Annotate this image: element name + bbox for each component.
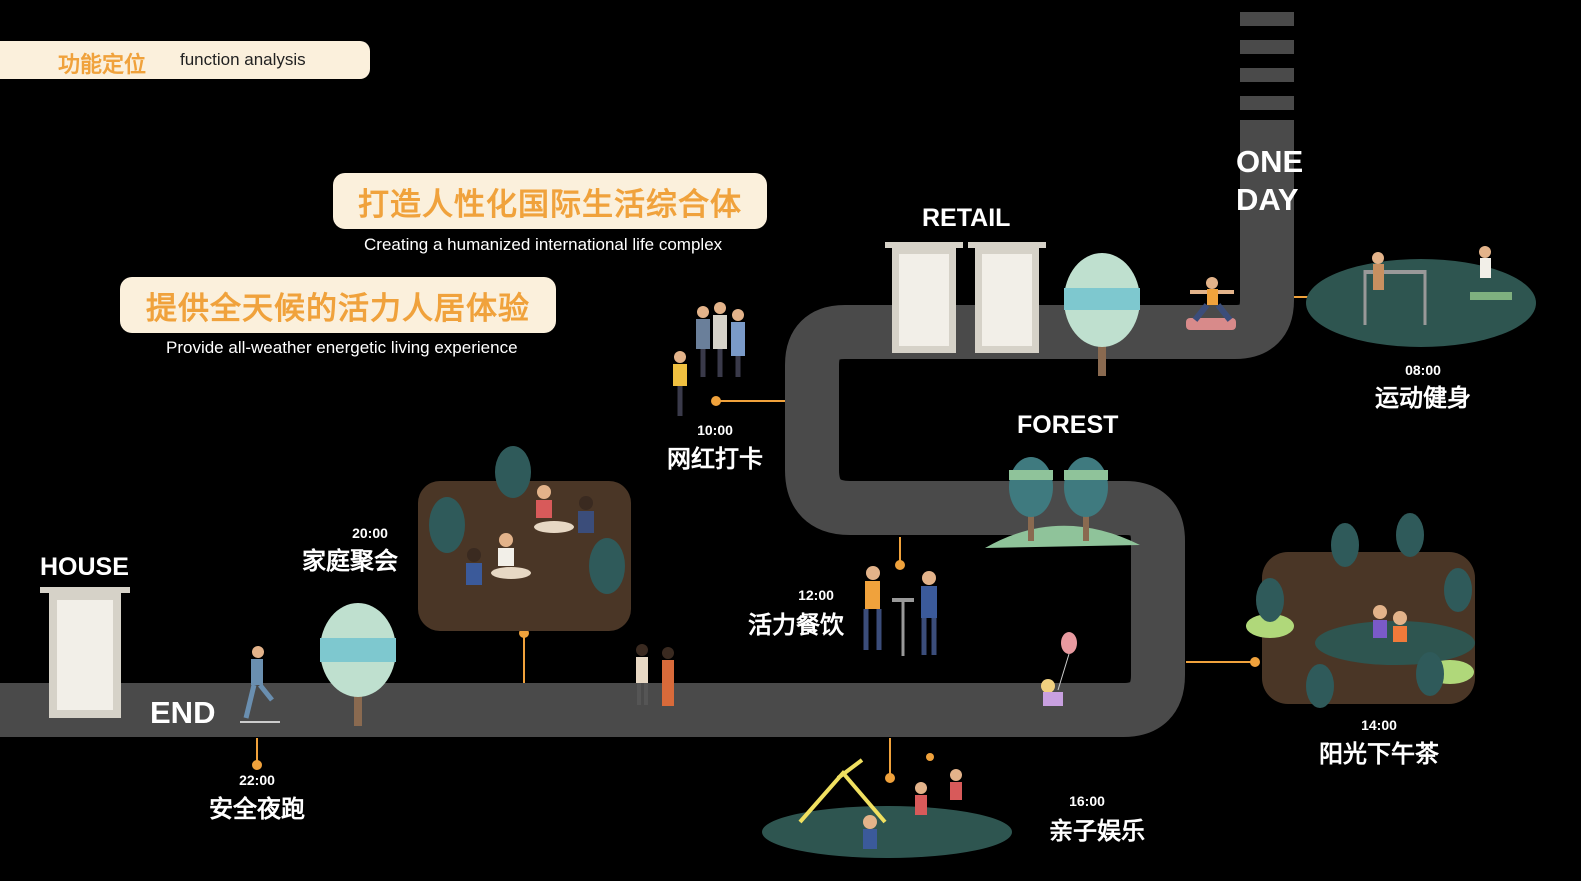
kid-balloon-icon	[1041, 632, 1077, 706]
playground-area-icon	[762, 753, 1012, 858]
stop-activity-nightrun: 安全夜跑	[209, 795, 305, 823]
slogan-2: 提供全天候的活力人居体验	[120, 277, 556, 333]
family-party-area-icon	[418, 446, 631, 631]
stop-time-1000: 10:00	[697, 422, 733, 438]
header-title-cn: 功能定位	[58, 53, 147, 78]
zone-retail: RETAIL	[922, 204, 1011, 232]
slogan-2-en: Provide all-weather energetic living exp…	[166, 338, 518, 357]
retail-building-icon	[885, 242, 1046, 353]
stop-time-0800: 08:00	[1405, 362, 1441, 378]
zone-house: HOUSE	[40, 553, 129, 581]
one-day-line1: ONE	[1236, 144, 1304, 179]
tea-time-area-icon	[1246, 513, 1475, 708]
walking-people-icon	[636, 644, 674, 706]
zone-forest: FOREST	[1017, 411, 1119, 439]
zone-end: END	[150, 695, 216, 730]
stop-activity-dining: 活力餐饮	[748, 611, 844, 639]
dining-people-icon	[863, 566, 937, 656]
stop-activity-fitness: 运动健身	[1375, 384, 1471, 412]
header-title-en: function analysis	[180, 50, 306, 69]
stop-time-1600: 16:00	[1069, 793, 1105, 809]
slogan-1: 打造人性化国际生活综合体	[333, 173, 767, 229]
stop-activity-family: 家庭聚会	[302, 547, 398, 575]
stop-time-2000: 20:00	[352, 525, 388, 541]
checkin-people-icon	[673, 302, 745, 416]
forest-trees-icon	[985, 457, 1140, 548]
stop-activity-tea: 阳光下午茶	[1319, 740, 1439, 768]
fitness-area-icon	[1306, 246, 1536, 347]
stop-time-1400: 14:00	[1361, 717, 1397, 733]
stop-activity-checkin: 网红打卡	[667, 445, 763, 473]
stop-activity-kids: 亲子娱乐	[1049, 817, 1145, 845]
retail-tree-icon	[1064, 253, 1140, 376]
slogan-1-en: Creating a humanized international life …	[364, 235, 723, 254]
house-building-icon	[40, 587, 130, 718]
one-day-line2: DAY	[1236, 182, 1299, 217]
end-tree-icon	[320, 603, 396, 726]
stop-time-1200: 12:00	[798, 587, 834, 603]
yoga-person-icon	[1186, 277, 1236, 330]
section-header: 功能定位 function analysis	[0, 41, 370, 79]
runner-icon	[240, 646, 280, 723]
stop-time-2200: 22:00	[239, 772, 275, 788]
one-day-badge: ONE DAY	[1236, 143, 1303, 219]
